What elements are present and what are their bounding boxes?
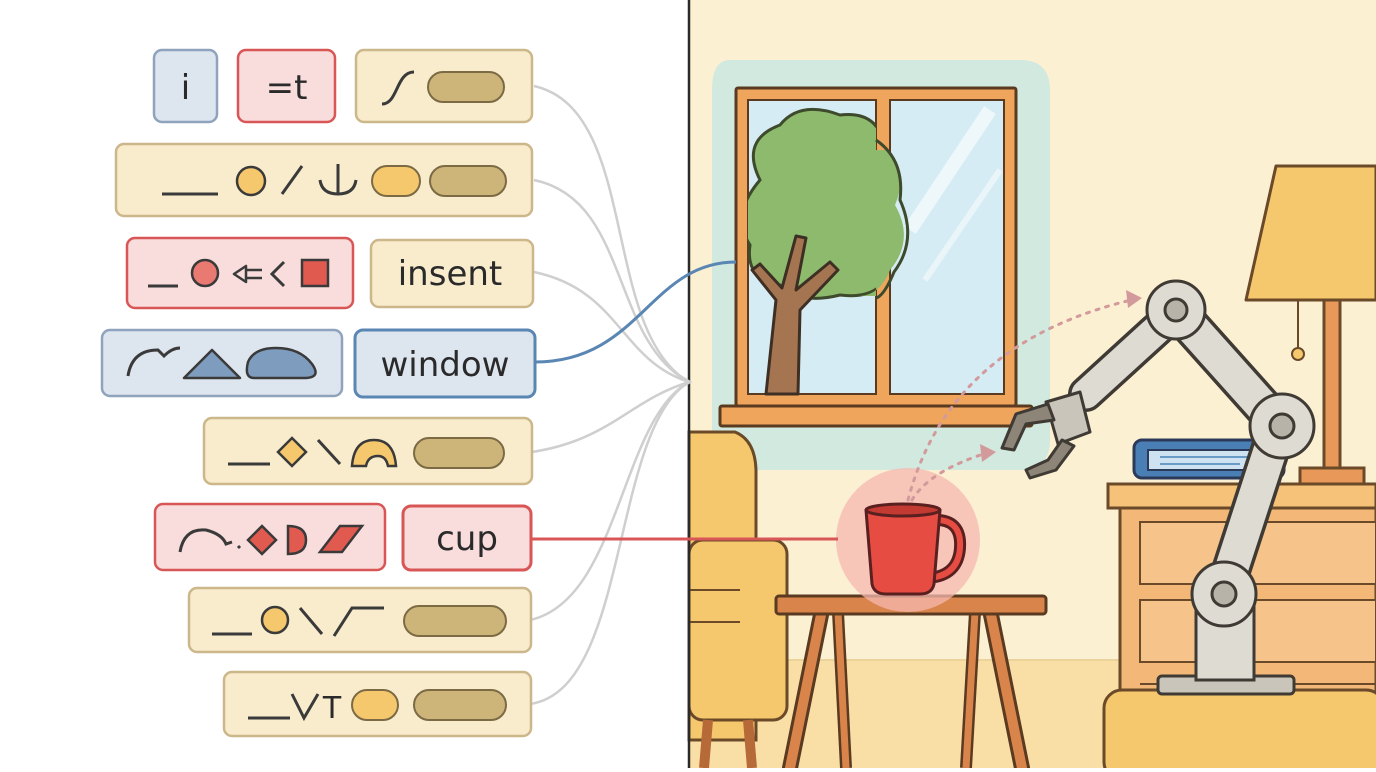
arch-icon xyxy=(350,438,398,468)
token-insent-label: insent xyxy=(398,254,503,294)
token-i-box xyxy=(152,48,219,124)
pill-tan-icon xyxy=(429,165,507,197)
curve-icon xyxy=(126,346,181,377)
token-window-box xyxy=(353,328,537,399)
circle-icon xyxy=(260,605,290,635)
lamp-icon xyxy=(1244,164,1376,486)
token-row-3: insent xyxy=(125,236,535,310)
connector-row-3 xyxy=(533,270,690,384)
token-cup-box xyxy=(401,504,533,572)
chevron-left-icon xyxy=(269,260,286,288)
connector-row-5 xyxy=(531,380,690,454)
anchor-icon xyxy=(318,164,358,196)
slash-icon xyxy=(280,165,304,195)
room-scene xyxy=(687,0,1376,772)
tree-icon xyxy=(748,107,910,396)
ottoman-icon xyxy=(1102,688,1376,772)
connector-window xyxy=(534,260,737,364)
trajectory-path-upper xyxy=(906,296,1142,502)
token-row-7 xyxy=(187,586,533,654)
step-icon xyxy=(332,606,384,637)
s-curve-icon xyxy=(381,70,415,106)
token-row-1: i =t xyxy=(152,48,534,124)
token-row-2 xyxy=(114,142,534,218)
token-i-label: i xyxy=(181,68,190,108)
cup-icon xyxy=(864,502,967,596)
armchair-icon xyxy=(687,430,789,769)
token-row-3-box xyxy=(125,236,355,310)
wave-icon xyxy=(178,528,242,553)
half-circle-icon xyxy=(286,524,308,556)
pill-tan-icon xyxy=(413,689,507,721)
pencil-icon xyxy=(232,264,262,284)
square-icon xyxy=(300,258,330,288)
circle-icon xyxy=(235,165,267,197)
connector-row-7 xyxy=(529,380,690,622)
connector-row-2 xyxy=(533,178,690,384)
token-insent-box xyxy=(369,238,535,309)
token-window-label: window xyxy=(381,345,510,385)
connector-row-8 xyxy=(529,380,690,706)
token-row-5 xyxy=(202,416,534,486)
blob-icon xyxy=(245,346,317,380)
token-t-label: T xyxy=(322,691,342,726)
trajectory-path-lower xyxy=(910,450,992,502)
token-eq-t-box xyxy=(236,48,337,124)
token-row-2-box xyxy=(114,142,534,218)
connector-lines xyxy=(529,84,693,706)
triangle-icon xyxy=(182,348,242,380)
pill-yellow-icon xyxy=(351,689,399,721)
connector-row-1 xyxy=(533,84,690,384)
pill-yellow-icon xyxy=(371,165,421,197)
backslash-icon xyxy=(298,607,324,635)
token-row-6: cup xyxy=(153,502,533,572)
robot-arm-icon xyxy=(1000,279,1316,696)
token-eq-t-label: =t xyxy=(266,68,308,108)
pill-tan-icon xyxy=(403,605,507,637)
parallelogram-icon xyxy=(317,524,365,554)
pill-tan-icon xyxy=(413,437,505,469)
side-table-icon xyxy=(774,594,1048,772)
token-row-4: window xyxy=(100,328,537,399)
circle-icon xyxy=(190,258,220,288)
diamond-icon xyxy=(246,524,278,556)
check-icon xyxy=(290,693,320,722)
token-row-8: T xyxy=(222,670,533,738)
backslash-icon xyxy=(316,438,342,466)
token-cup-label: cup xyxy=(436,519,498,559)
pill-tan-icon xyxy=(427,71,505,103)
diamond-icon xyxy=(276,436,308,468)
